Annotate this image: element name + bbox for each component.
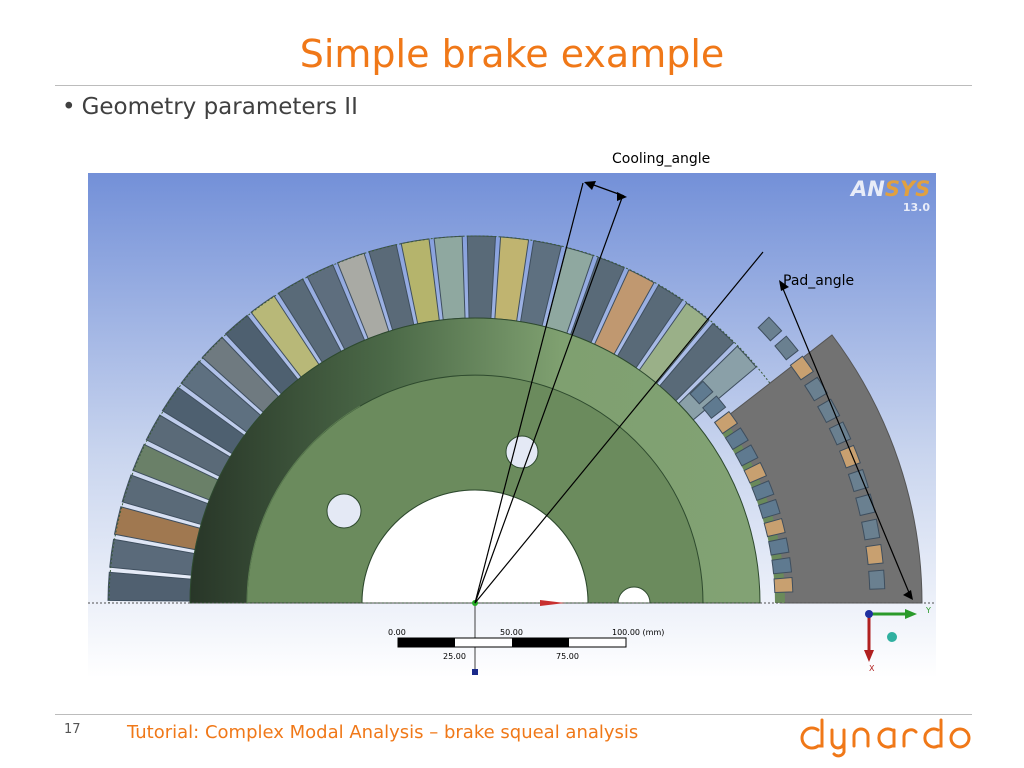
cooling-channel xyxy=(774,335,799,361)
bullet-text: Geometry parameters II xyxy=(81,94,358,120)
scale-tick: 25.00 xyxy=(443,652,466,661)
bullet-dot: • xyxy=(62,94,76,120)
cooling-channel xyxy=(817,398,841,424)
slide-title: Simple brake example xyxy=(299,32,725,76)
coordinate-triad[interactable]: Y X xyxy=(864,606,931,673)
cooling-channel xyxy=(689,380,714,405)
x-direction-arrow xyxy=(540,600,565,606)
cooling-channel xyxy=(713,410,739,435)
cooling-channel xyxy=(702,395,727,420)
cooling-channel xyxy=(804,376,828,402)
scale-tick: 50.00 xyxy=(500,628,523,637)
title-divider xyxy=(55,85,972,86)
cooling-channel xyxy=(768,537,790,556)
scale-bar: 0.00 50.00 100.00 (mm) 25.00 75.00 xyxy=(388,628,664,661)
scale-tick: 0.00 xyxy=(388,628,406,637)
cooling-channel xyxy=(466,235,497,319)
angle-construction-lines xyxy=(474,182,911,604)
pad-segments xyxy=(689,316,886,594)
cooling-channel xyxy=(865,543,884,566)
cooling-channel xyxy=(868,569,886,590)
cooling-channel xyxy=(734,444,759,467)
cooling-channel xyxy=(847,468,869,493)
scale-tick: 75.00 xyxy=(556,652,579,661)
footer-divider xyxy=(55,714,972,715)
bolt-hole xyxy=(505,435,539,469)
footer-title: Tutorial: Complex Modal Analysis – brake… xyxy=(127,722,639,743)
cooling-angle-label: Cooling_angle xyxy=(612,151,710,167)
cooling-channels xyxy=(107,235,757,602)
y-axis-label: Y xyxy=(925,606,931,615)
cooling-channel xyxy=(789,355,814,381)
cooling-channel xyxy=(743,461,768,484)
cooling-channel xyxy=(724,427,749,451)
cooling-channel xyxy=(758,498,781,519)
ansys-logo: ANSYS xyxy=(849,177,930,201)
page-number: 17 xyxy=(64,722,81,737)
cooling-channel xyxy=(771,557,793,575)
x-axis-label: X xyxy=(869,664,875,673)
scale-tick: 100.00 (mm) xyxy=(612,628,664,637)
cooling-channel xyxy=(861,518,881,541)
brake-pad xyxy=(689,316,923,604)
bolt-hole xyxy=(326,493,362,529)
cooling-channel xyxy=(751,480,775,502)
bolt-hole xyxy=(617,586,651,604)
bullet-item: •Geometry parameters II xyxy=(62,94,358,120)
ansys-version: 13.0 xyxy=(903,201,930,214)
dynardo-logo-icon xyxy=(800,718,971,758)
cooling-channel xyxy=(757,316,783,342)
pad-angle-label: Pad_angle xyxy=(783,273,854,289)
center-bore xyxy=(361,489,589,604)
cooling-channel xyxy=(773,576,794,594)
cooling-channel xyxy=(763,517,786,538)
